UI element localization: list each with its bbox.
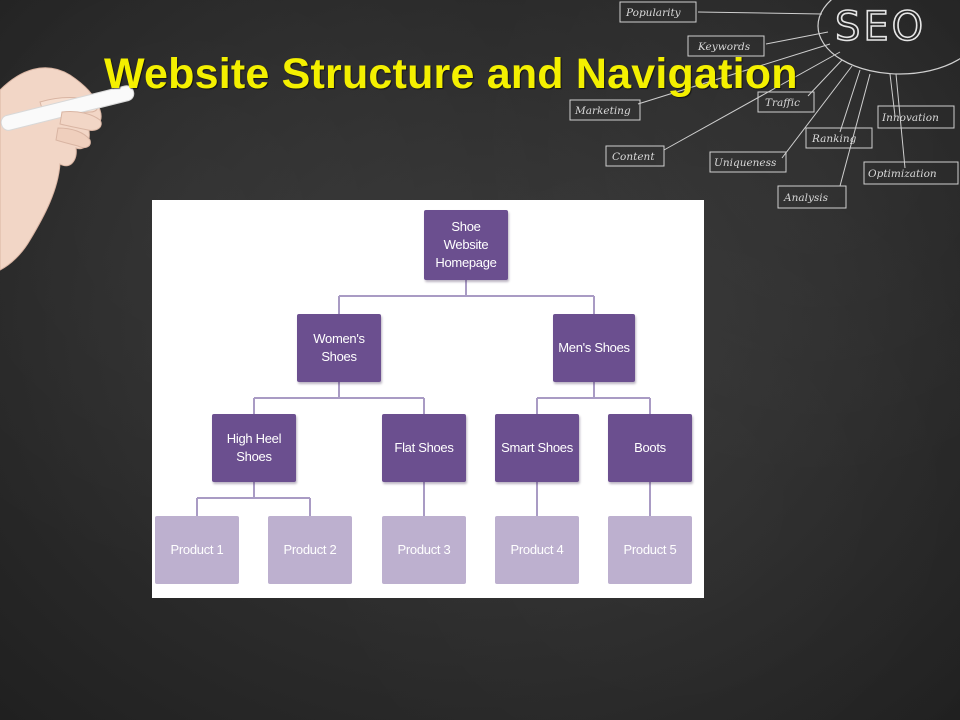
node-flat-shoes: Flat Shoes xyxy=(382,414,466,482)
node-womens-shoes: Women's Shoes xyxy=(297,314,381,382)
seo-term-ranking: Ranking xyxy=(811,133,857,145)
site-structure-diagram: Shoe Website Homepage Women's Shoes Men'… xyxy=(152,200,704,598)
node-high-heel-shoes: High Heel Shoes xyxy=(212,414,296,482)
seo-term-popularity: Popularity xyxy=(625,7,682,19)
node-boots: Boots xyxy=(608,414,692,482)
node-root-homepage: Shoe Website Homepage xyxy=(424,210,508,280)
seo-term-innovation: Innovation xyxy=(881,112,939,124)
seo-term-analysis: Analysis xyxy=(783,192,829,204)
seo-term-keywords: Keywords xyxy=(697,41,751,53)
node-product-3: Product 3 xyxy=(382,516,466,584)
seo-term-traffic: Traffic xyxy=(765,97,800,109)
seo-term-content: Content xyxy=(612,151,655,163)
node-product-4: Product 4 xyxy=(495,516,579,584)
seo-mindmap-illustration: SEO Popularity Keywords Marketing Traffi… xyxy=(560,0,960,215)
node-product-1: Product 1 xyxy=(155,516,239,584)
seo-term-uniqueness: Uniqueness xyxy=(714,157,777,169)
diagram-connectors xyxy=(196,280,651,516)
node-smart-shoes: Smart Shoes xyxy=(495,414,579,482)
seo-term-marketing: Marketing xyxy=(574,105,631,117)
seo-term-optimization: Optimization xyxy=(868,168,937,180)
node-product-2: Product 2 xyxy=(268,516,352,584)
seo-center-label: SEO xyxy=(835,4,926,50)
hand-with-chalk-illustration xyxy=(0,40,150,280)
page-title: Website Structure and Navigation xyxy=(104,50,798,98)
node-mens-shoes: Men's Shoes xyxy=(553,314,635,382)
node-product-5: Product 5 xyxy=(608,516,692,584)
